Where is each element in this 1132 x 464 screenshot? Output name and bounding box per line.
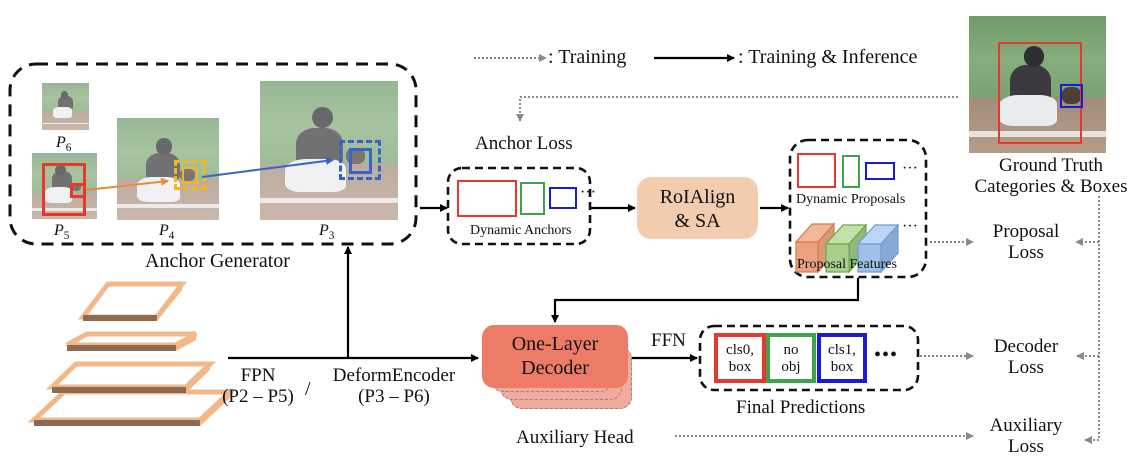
ffn-label: FFN xyxy=(651,330,686,351)
dynamic-proposals-label: Dynamic Proposals xyxy=(796,192,906,207)
anchor-box-green xyxy=(520,182,545,215)
backbone-separator: / xyxy=(305,378,311,400)
p4-feature-image xyxy=(117,118,219,220)
one-layer-decoder-block xyxy=(482,325,628,388)
one-layer-decoder-label: One-Layer Decoder xyxy=(511,333,599,379)
proposal-ellipsis: ··· xyxy=(902,160,918,177)
p3-anchor-solid xyxy=(349,148,372,174)
proposal-box-green xyxy=(842,155,860,188)
roialign-sa-block xyxy=(637,177,758,239)
prediction-cell-no-obj: no obj xyxy=(766,333,816,383)
fpn-layer-2 xyxy=(65,331,198,351)
p5-anchor-small xyxy=(70,183,86,198)
gt-to-losses-line xyxy=(1084,196,1100,444)
prediction-ellipsis: ••• xyxy=(874,344,899,366)
p4-anchor-solid xyxy=(182,167,198,184)
p3-label: P3 xyxy=(319,222,335,243)
deform-encoder-label: DeformEncoder (P3 – P6) xyxy=(332,365,456,407)
gt-to-anchor-loss-arrow xyxy=(516,96,958,122)
proposal-box-blue xyxy=(865,162,895,180)
legend-training-label: : Training xyxy=(548,46,627,68)
proposal-feature-blue xyxy=(856,223,900,274)
p5-label: P5 xyxy=(54,222,70,243)
prediction-cell-cls0: cls0, box xyxy=(714,333,766,383)
auxiliary-loss-label: Auxiliary Loss xyxy=(989,415,1063,457)
fpn-layer-1 xyxy=(77,281,188,321)
auxiliary-head-label: Auxiliary Head xyxy=(516,427,634,448)
p6-feature-image xyxy=(42,83,89,130)
legend-training-inference-label: : Training & Inference xyxy=(738,46,918,68)
anchor-ellipsis: ··· xyxy=(580,184,596,201)
ground-truth-label: Ground Truth Categories & Boxes xyxy=(974,155,1128,197)
prediction-cell-cls1: cls1, box xyxy=(817,333,867,383)
final-predictions-label: Final Predictions xyxy=(736,397,866,418)
gt-box-glove xyxy=(1060,84,1083,108)
anchor-box-red xyxy=(457,180,517,217)
feature-ellipsis: ··· xyxy=(902,218,918,235)
p4-anchor-dashed xyxy=(174,160,206,190)
proposal-box-red xyxy=(797,153,836,188)
p4-to-p3-arrow xyxy=(201,156,334,178)
decoder-loss-label: Decoder Loss xyxy=(993,336,1059,378)
anchor-generator-title: Anchor Generator xyxy=(145,250,290,272)
anchor-box-blue xyxy=(549,187,577,209)
dynamic-anchors-container xyxy=(446,166,592,246)
p6-label: P6 xyxy=(56,134,72,155)
proposal-loss-label: Proposal Loss xyxy=(992,221,1060,263)
fpn-layer-3 xyxy=(45,361,217,393)
p3-feature-image xyxy=(260,81,398,220)
proposal-features-label: Proposal Features xyxy=(797,257,897,272)
fpn-label: FPN (P2 – P5) xyxy=(222,365,294,407)
proposals-container xyxy=(788,138,928,279)
roialign-sa-label: RoIAlign & SA xyxy=(659,186,736,232)
dynamic-anchors-label: Dynamic Anchors xyxy=(470,223,572,238)
fpn-layer-4 xyxy=(27,389,237,426)
final-predictions-container xyxy=(698,324,920,392)
anchor-generator-container xyxy=(8,62,418,246)
p3-anchor-dashed xyxy=(339,140,381,180)
p5-to-p4-arrow xyxy=(85,177,169,191)
proposals-to-decoder-arrow xyxy=(551,278,860,323)
anchor-loss-label: Anchor Loss xyxy=(475,133,573,154)
p4-label: P4 xyxy=(159,222,175,243)
